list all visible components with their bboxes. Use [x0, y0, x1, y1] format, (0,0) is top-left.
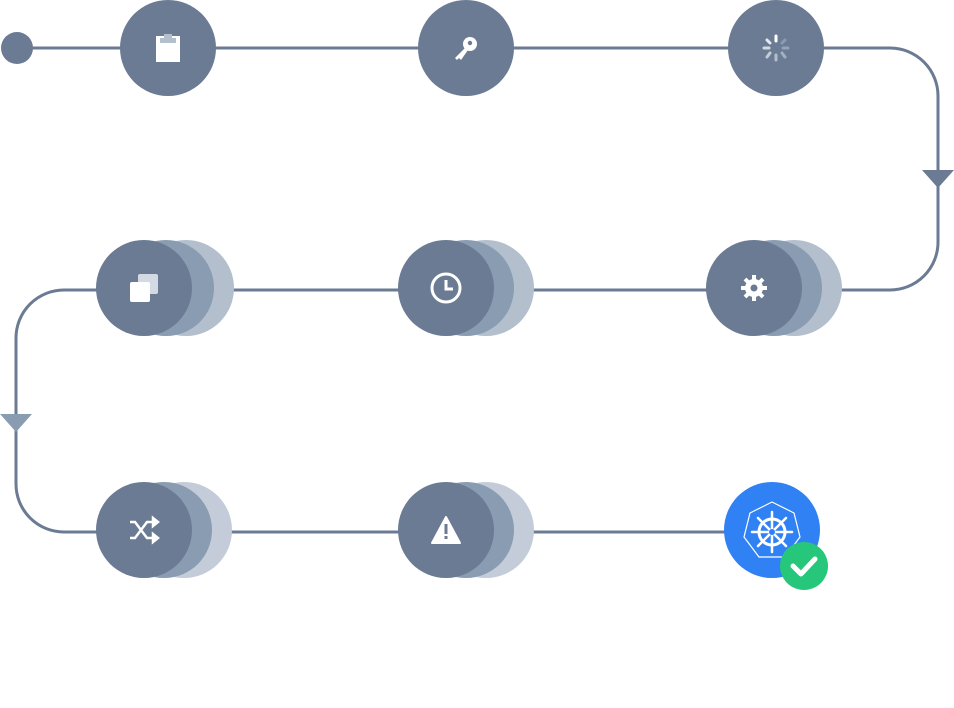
step-kubernetes-deploy[interactable]	[724, 482, 828, 590]
step-spinner[interactable]	[728, 0, 824, 96]
kubernetes-icon	[743, 501, 801, 558]
step-clipboard[interactable]	[120, 0, 216, 96]
copy-icon	[130, 274, 158, 302]
key-icon	[455, 37, 477, 60]
start-dot	[1, 32, 33, 64]
shuffle-icon	[130, 515, 161, 545]
step-copy[interactable]	[96, 240, 234, 336]
step-shuffle[interactable]	[96, 482, 232, 578]
arrow-down-icon	[0, 414, 32, 432]
gear-icon	[741, 275, 767, 301]
step-key[interactable]	[418, 0, 514, 96]
warning-icon	[431, 516, 461, 544]
clipboard-icon	[156, 34, 180, 62]
clock-icon	[430, 272, 462, 304]
step-clock[interactable]	[398, 240, 534, 336]
step-warning[interactable]	[398, 482, 534, 578]
spinner-icon	[762, 34, 790, 62]
check-icon	[780, 542, 828, 590]
step-gear[interactable]	[706, 240, 842, 336]
arrow-down-icon	[922, 170, 954, 188]
